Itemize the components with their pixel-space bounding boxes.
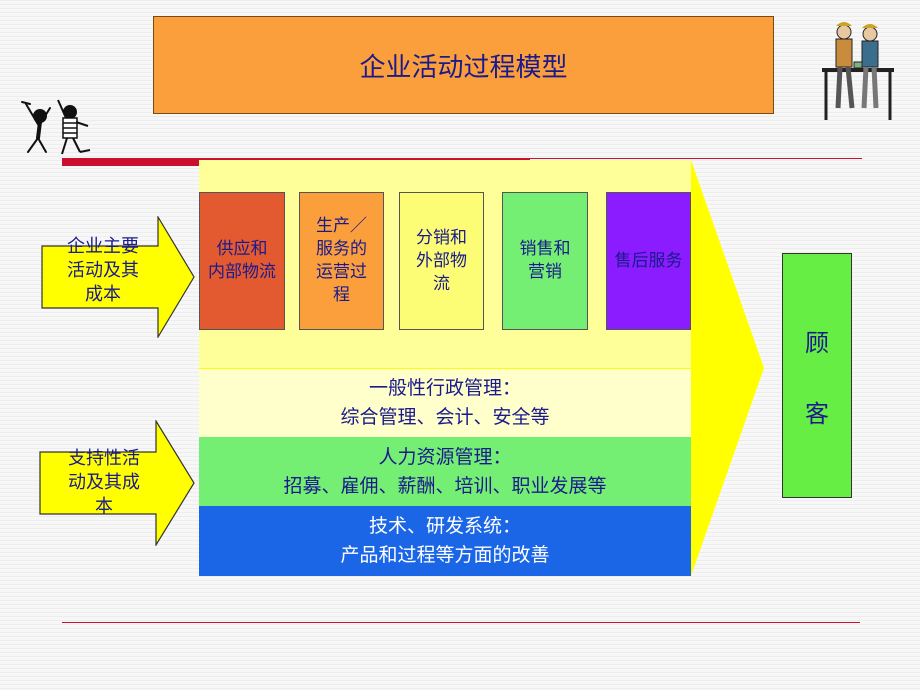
primary-activities-label: 企业主要 活动及其 成本 <box>67 236 139 305</box>
support-activities-label: 支持性活 动及其成 本 <box>68 448 140 517</box>
activity-outbound-logistics: 分销和 外部物 流 <box>399 192 484 330</box>
activity-after-sales-service: 售后服务 <box>606 192 691 330</box>
customer-box: 顾 客 <box>782 253 852 498</box>
activity-inbound-logistics: 供应和 内部物流 <box>199 192 285 330</box>
bottom-divider <box>62 622 860 623</box>
dancing-figures-clipart <box>21 99 91 155</box>
business-meeting-clipart <box>822 22 894 120</box>
band-technology-rnd: 技术、研发系统： 产品和过程等方面的改善 <box>199 506 691 576</box>
band-general-administration: 一般性行政管理： 综合管理、会计、安全等 <box>199 369 691 437</box>
red-divider-thin <box>530 158 862 159</box>
page-title: 企业活动过程模型 <box>153 16 774 114</box>
band-human-resources: 人力资源管理： 招募、雇佣、薪酬、培训、职业发展等 <box>199 437 691 506</box>
primary-activities-arrow <box>41 216 195 338</box>
activity-marketing-sales: 销售和 营销 <box>502 192 588 330</box>
activity-operations: 生产／ 服务的 运营过 程 <box>299 192 384 330</box>
support-activities-arrow <box>39 420 195 546</box>
